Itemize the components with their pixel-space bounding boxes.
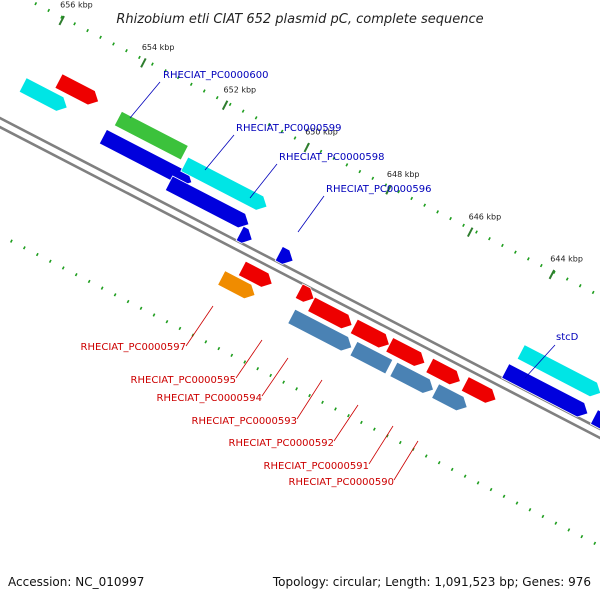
gene-feature	[307, 296, 353, 330]
callout-line	[524, 344, 556, 379]
gene-feature	[589, 409, 600, 430]
gene-label-bottom: RHECIAT_PC0000590	[289, 477, 394, 488]
callout-line	[261, 357, 289, 397]
tick-label: 656 kbp	[60, 1, 93, 10]
tick-marks: 656 kbp 654 kbp 652 kbp 650 kbp 648 kbp 646 k…	[58, 1, 583, 280]
callout-line	[368, 425, 394, 465]
gene-feature	[460, 376, 497, 404]
gene-labels: RHECIAT_PC0000600RHECIAT_PC0000599RHECIA…	[81, 70, 579, 488]
backbone-line	[0, 116, 600, 431]
dotted-ring-line	[25, 0, 600, 298]
gene-feature	[237, 260, 273, 288]
map-title: Rhizobium etli CIAT 652 plasmid pC, comp…	[116, 12, 483, 27]
gene-feature	[516, 344, 600, 398]
gene-feature	[235, 225, 253, 244]
gene-label-top: RHECIAT_PC0000598	[279, 152, 384, 163]
callout-line	[333, 404, 359, 442]
tick-mark	[466, 227, 474, 238]
gene-feature	[389, 361, 435, 394]
summary-text: Topology: circular; Length: 1,091,523 bp…	[272, 575, 591, 589]
callout-line	[249, 163, 278, 199]
gene-features	[18, 73, 600, 430]
tick-mark	[140, 57, 147, 68]
tick-mark	[221, 100, 229, 111]
gene-feature	[54, 73, 100, 106]
gene-label-top: stcD	[556, 332, 579, 343]
gene-feature	[385, 336, 426, 367]
gene-feature	[113, 110, 189, 161]
gene-feature	[349, 340, 394, 375]
tick-label: 644 kbp	[550, 255, 583, 264]
gene-label-bottom: RHECIAT_PC0000591	[264, 461, 369, 472]
tick-label: 652 kbp	[224, 85, 257, 94]
gene-feature	[274, 245, 294, 265]
gene-label-bottom: RHECIAT_PC0000595	[131, 375, 236, 386]
callout-line	[235, 339, 263, 379]
gene-feature	[425, 357, 461, 386]
backbone-line	[0, 125, 600, 440]
gene-feature	[349, 318, 390, 349]
callout-line	[204, 134, 235, 171]
gene-label-top: RHECIAT_PC0000600	[163, 70, 268, 81]
gene-label-bottom: RHECIAT_PC0000594	[157, 393, 262, 404]
gene-label-bottom: RHECIAT_PC0000592	[229, 438, 334, 449]
callout-line	[129, 81, 161, 119]
tick-mark	[303, 142, 310, 153]
tick-label: 646 kbp	[469, 212, 502, 221]
tick-label: 650 kbp	[305, 128, 338, 137]
callout-line	[296, 379, 323, 420]
callout-line	[185, 305, 214, 347]
gene-feature	[294, 283, 315, 303]
tick-label: 654 kbp	[142, 43, 175, 52]
accession-text: Accession: NC_010997	[8, 575, 144, 589]
tick-label: 648 kbp	[387, 170, 420, 179]
gene-label-top: RHECIAT_PC0000596	[326, 184, 431, 195]
tick-mark	[385, 184, 392, 195]
gene-feature	[431, 383, 468, 412]
gene-label-top: RHECIAT_PC0000599	[236, 123, 341, 134]
callout-line	[393, 440, 419, 481]
tick-mark	[58, 15, 65, 26]
gene-feature	[18, 77, 68, 112]
gene-feature	[180, 156, 268, 211]
gene-label-bottom: RHECIAT_PC0000597	[81, 342, 186, 353]
gene-feature	[217, 270, 256, 300]
tick-mark	[548, 269, 556, 280]
backbone	[0, 116, 600, 440]
gene-feature	[287, 308, 353, 352]
gene-feature	[501, 363, 589, 418]
gene-label-bottom: RHECIAT_PC0000593	[192, 416, 297, 427]
sequence-dots	[0, 0, 600, 548]
callout-line	[297, 195, 325, 233]
